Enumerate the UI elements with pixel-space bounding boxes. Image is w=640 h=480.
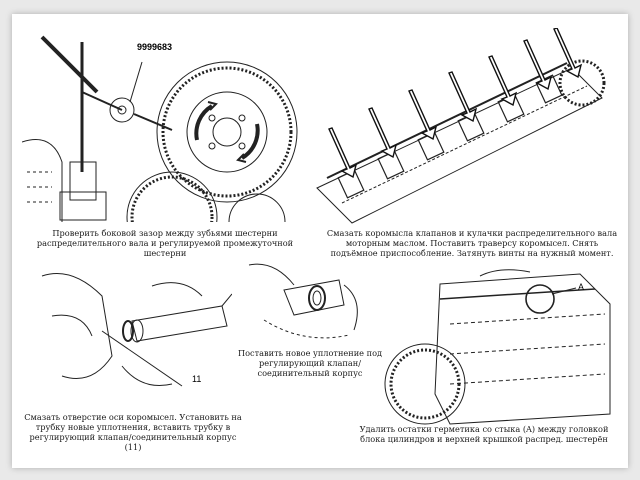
gear-backlash-illustration: [22, 22, 312, 222]
rocker-arm-illustration: [312, 28, 608, 228]
seal-illustration: [244, 260, 374, 350]
caption-remove-sealant: Удалить остатки герметика со стыка (A) м…: [359, 424, 609, 444]
caption-rocker-lubrication: Смазать коромысла клапанов и кулачки рас…: [326, 228, 618, 258]
tube-insertion-illustration: [32, 266, 232, 406]
callout-a: A: [578, 282, 585, 292]
caption-new-seal: Поставить новое уплотнение под регулирую…: [237, 348, 383, 378]
callout-11: 11: [192, 374, 202, 384]
instruction-card: 9999683: [12, 14, 628, 468]
caption-lubricate-tube: Смазать отверстие оси коромысел. Установ…: [24, 412, 242, 452]
sealant-joint-illustration: [380, 264, 616, 426]
caption-gear-backlash: Проверить боковой зазор между зубьями ше…: [36, 228, 294, 258]
part-number-label: 9999683: [137, 42, 173, 52]
